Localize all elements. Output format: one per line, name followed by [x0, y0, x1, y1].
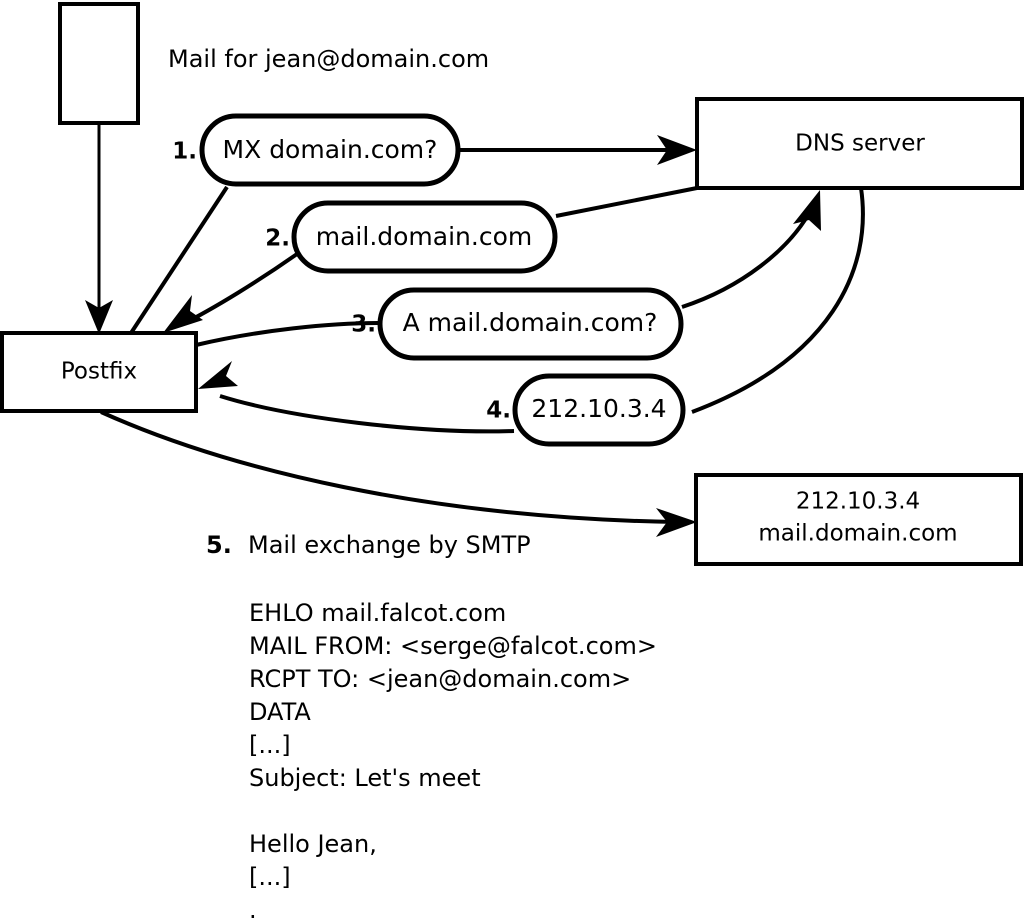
step-5-label: Mail exchange by SMTP [248, 531, 531, 559]
edge-postfix-to-step1 [129, 185, 229, 335]
transcript-line-1: EHLO mail.falcot.com [249, 599, 506, 627]
step-3-label: A mail.domain.com? [403, 308, 658, 337]
node-dns-label: DNS server [795, 131, 925, 157]
transcript-line-9: [...] [249, 863, 291, 891]
step-2-number: 2. [265, 226, 290, 252]
transcript-line-10: . [249, 896, 257, 919]
step-1-label: MX domain.com? [223, 135, 438, 164]
node-postfix-box [0, 331, 198, 413]
node-mailserver-box [694, 473, 1023, 566]
transcript-line-6: Subject: Let's meet [249, 764, 481, 792]
step-5-number: 5. [206, 531, 232, 559]
arrowhead-step3-to-dns [793, 190, 821, 231]
edge-dns-to-step4 [691, 187, 865, 414]
transcript-line-4: DATA [249, 698, 311, 726]
arrowhead-client-to-postfix [85, 300, 113, 334]
diagram-caption: Mail for jean@domain.com [168, 45, 489, 73]
edge-step2-to-postfix [180, 252, 299, 327]
edge-dns-to-step2 [555, 186, 698, 218]
transcript-line-3: RCPT TO: <jean@domain.com> [249, 665, 631, 693]
edge-step4-to-postfix [219, 394, 515, 434]
arrowhead-step2-to-postfix [163, 295, 203, 333]
node-client-box [58, 2, 140, 125]
step-3-pill [377, 287, 684, 361]
arrowhead-step1-to-dns [657, 135, 697, 165]
step-2-pill [291, 200, 558, 274]
node-mailserver-line2: mail.domain.com [758, 521, 957, 547]
transcript-line-8: Hello Jean, [249, 830, 377, 858]
arrowhead-step4-to-postfix [198, 361, 238, 389]
step-1-number: 1. [172, 139, 197, 165]
step-4-label: 212.10.3.4 [531, 394, 666, 423]
edge-postfix-to-mailserver [100, 410, 677, 524]
node-mailserver-line1: 212.10.3.4 [796, 489, 920, 515]
step-1-pill [199, 113, 461, 187]
step-2-label: mail.domain.com [316, 222, 532, 251]
arrowhead-postfix-to-mailserver [656, 508, 697, 537]
step-3-number: 3. [351, 312, 376, 338]
edge-step3-to-dns [681, 207, 814, 309]
step-4-pill [512, 373, 686, 447]
transcript-line-5: [...] [249, 731, 291, 759]
node-postfix-label: Postfix [61, 359, 137, 385]
edge-postfix-to-step3 [195, 321, 379, 347]
node-dns-box [695, 97, 1024, 190]
transcript-line-2: MAIL FROM: <serge@falcot.com> [249, 632, 657, 660]
step-4-number: 4. [486, 398, 511, 424]
